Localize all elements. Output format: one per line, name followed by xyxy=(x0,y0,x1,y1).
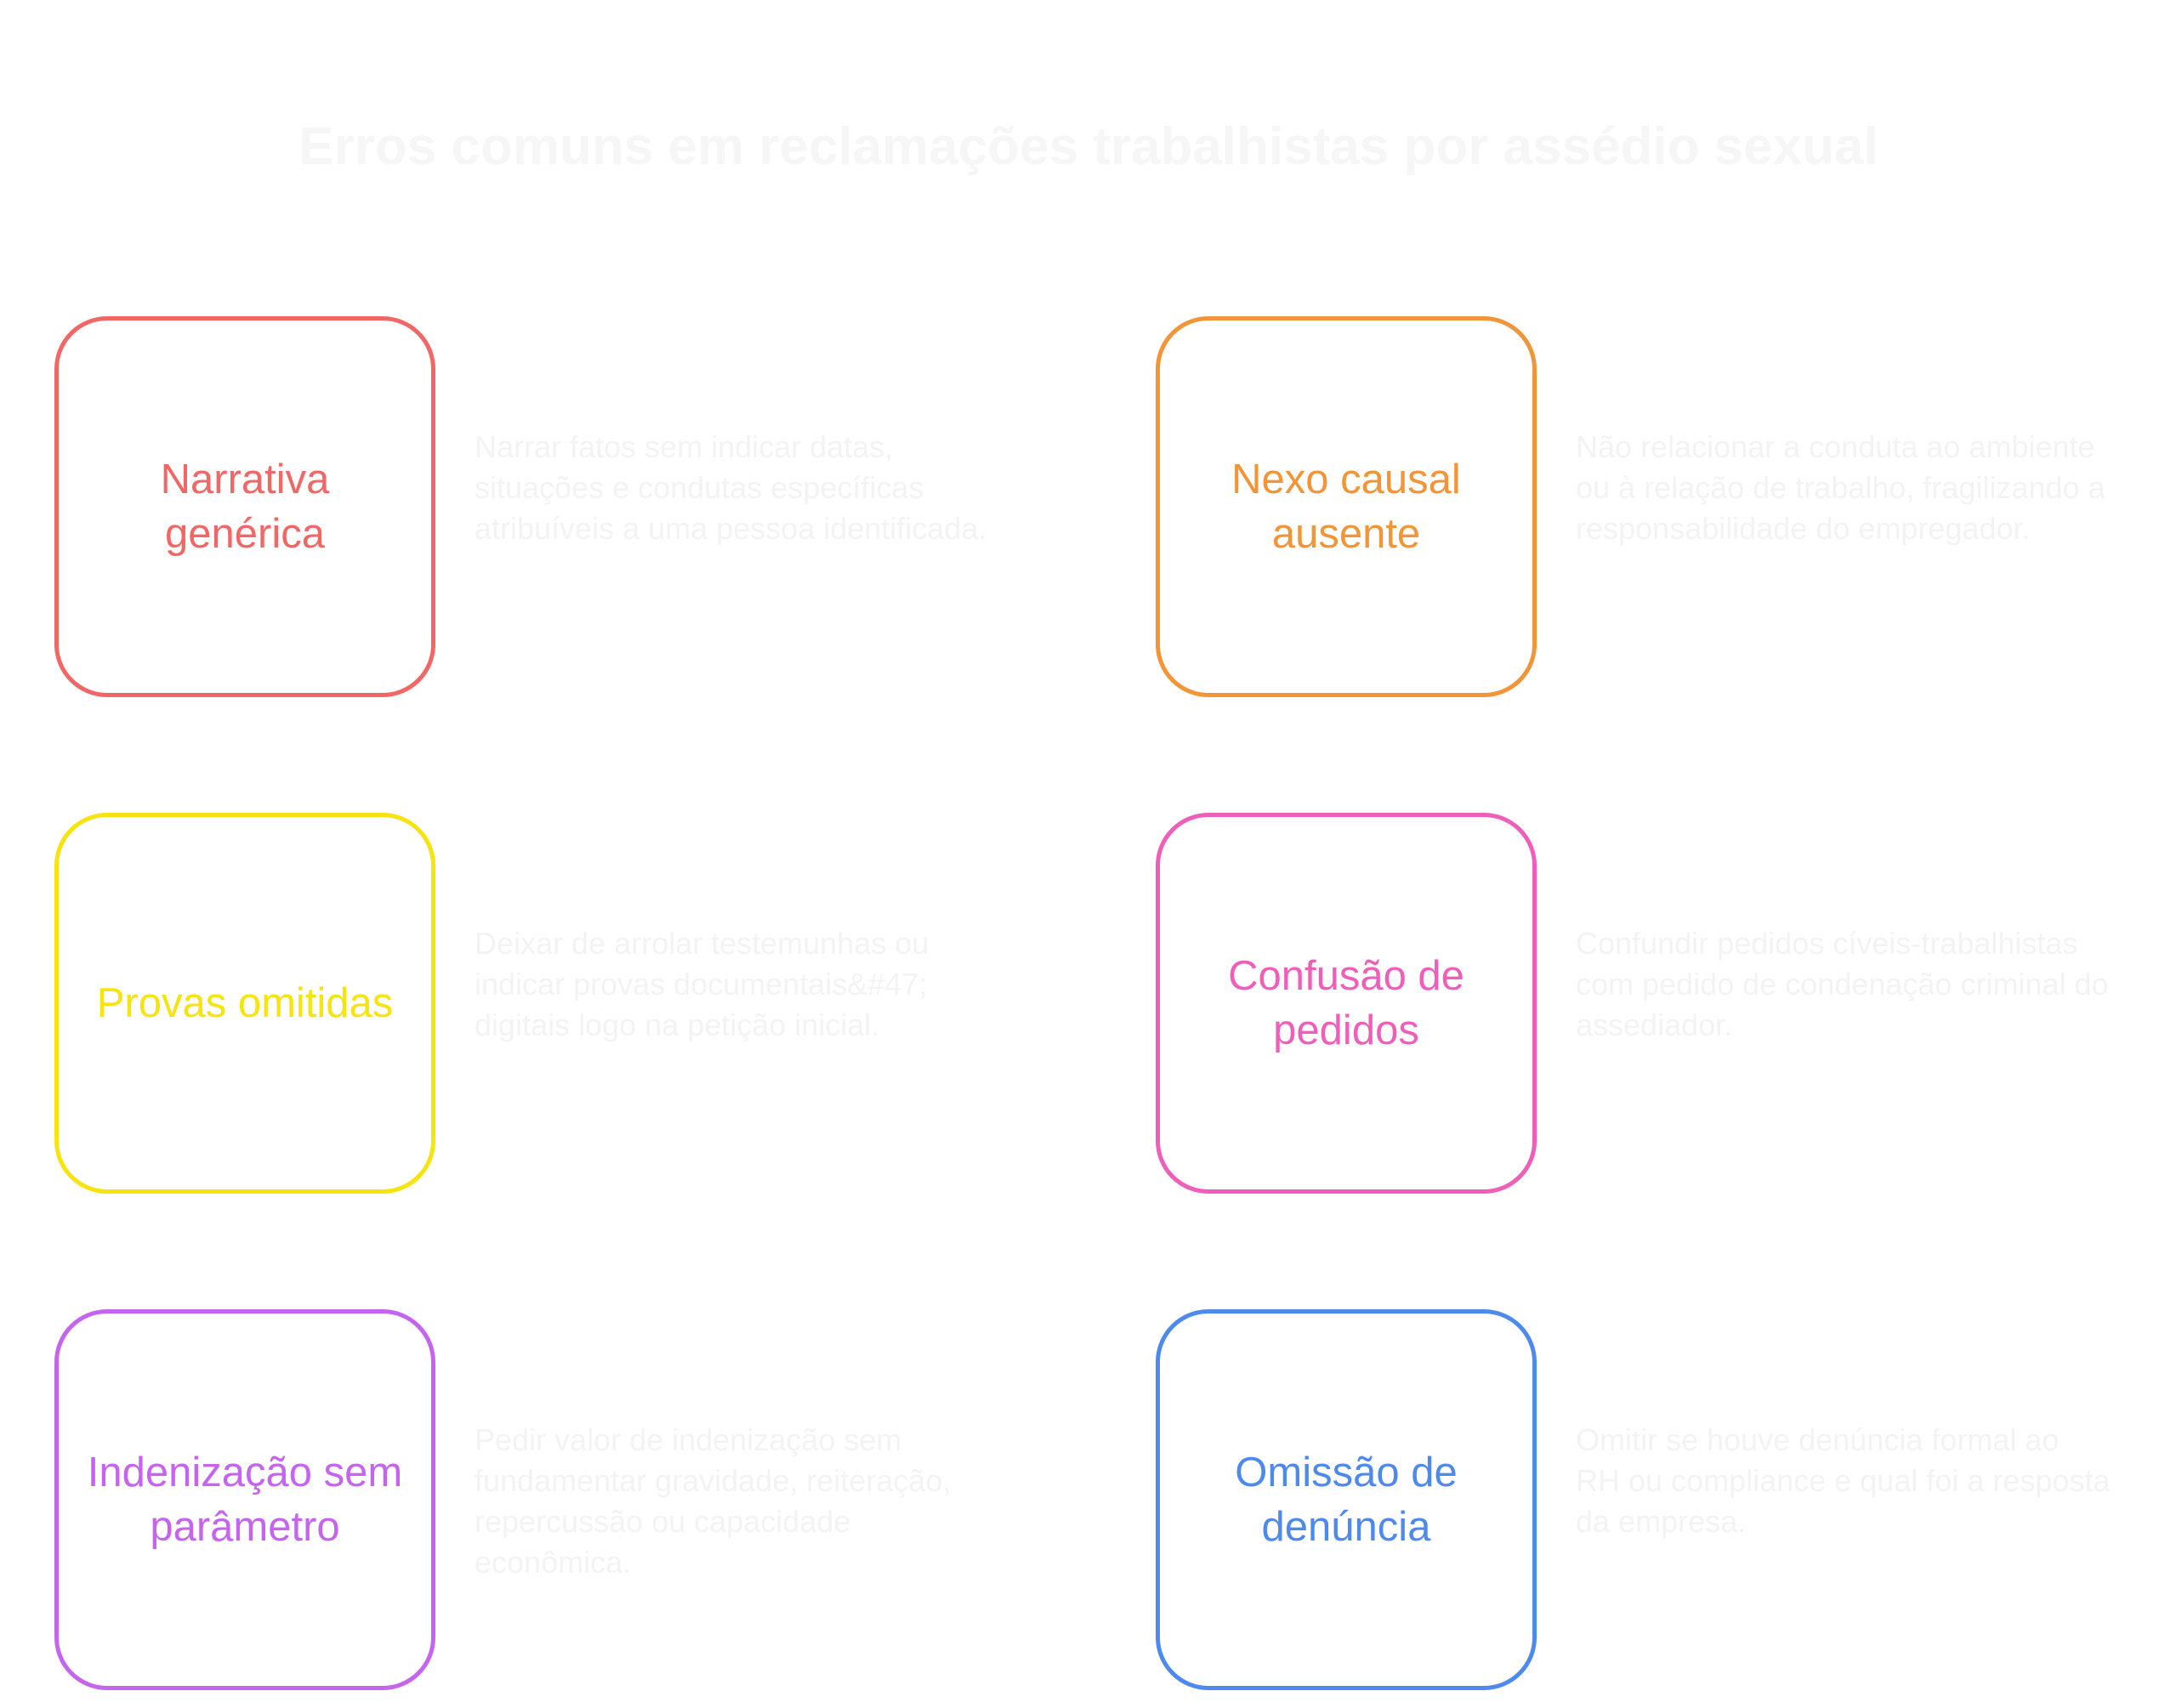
card-provas-omitidas: Provas omitidas xyxy=(54,813,435,1194)
card-indenizacao-sem-parametro: Indenização sem parâmetro xyxy=(54,1309,435,1690)
diagram-title: Erros comuns em reclamações trabalhistas… xyxy=(298,117,1879,176)
card-description: Pedir valor de indenização sem fundament… xyxy=(475,1422,952,1580)
card-omissao-de-denuncia: Omissão de denúncia xyxy=(1156,1309,1537,1690)
card-description: Deixar de arrolar testemunhas ou indicar… xyxy=(475,926,929,1042)
card-nexo-causal-ausente: Nexo causal ausente xyxy=(1156,316,1537,697)
card-label: Provas omitidas xyxy=(96,980,394,1026)
card-label: Confusão de pedidos xyxy=(1228,953,1464,1053)
card-label: Nexo causal ausente xyxy=(1231,457,1461,557)
card-label: Omissão de denúncia xyxy=(1235,1450,1458,1550)
card-confusao-de-pedidos: Confusão de pedidos xyxy=(1156,813,1537,1194)
card-description: Narrar fatos sem indicar datas, situaçõe… xyxy=(475,429,987,546)
card-description: Omitir se houve denúncia formal ao RH ou… xyxy=(1576,1422,2111,1539)
card-description: Não relacionar a conduta ao ambiente ou … xyxy=(1576,429,2106,546)
card-label: Narrativa genérica xyxy=(160,457,330,557)
card-label: Indenização sem parâmetro xyxy=(87,1450,403,1550)
card-narrativa-generica: Narrativa genérica xyxy=(54,316,435,697)
card-description: Confundir pedidos cíveis-trabalhistas co… xyxy=(1576,926,2109,1042)
